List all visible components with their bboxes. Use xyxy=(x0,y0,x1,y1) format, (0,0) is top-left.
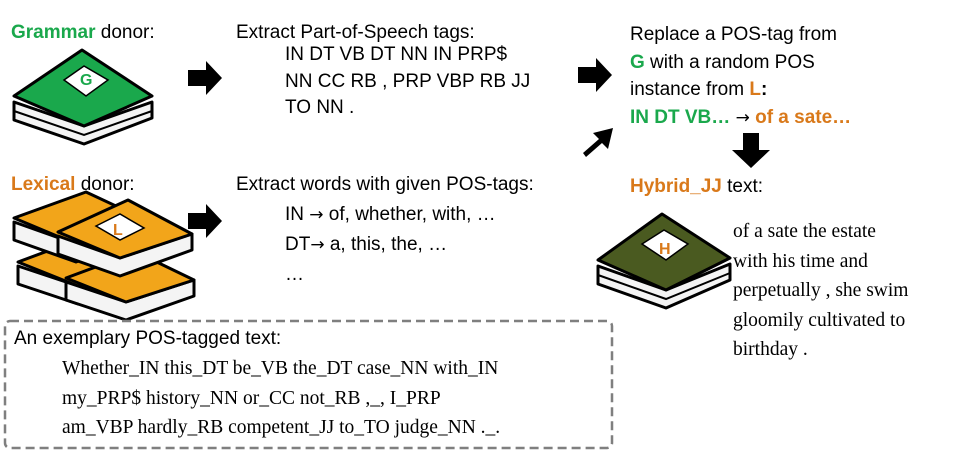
extract-words-title: Extract words with given POS-tags: xyxy=(236,174,534,195)
right-arrow-icon: → xyxy=(309,205,324,225)
tag-line: IN DT VB DT NN IN PRP$ xyxy=(285,44,508,65)
tag-line: TO NN . xyxy=(285,97,355,118)
arrow-grammar-icon xyxy=(188,61,222,95)
hybrid-line: perpetually , she swim xyxy=(733,280,909,301)
replace-description: Replace a POS-tag from G with a random P… xyxy=(630,21,851,132)
lexical-donor-label: Lexical donor: xyxy=(11,174,135,195)
word-mapping: IN → of, whether, with, … xyxy=(285,204,496,225)
example-title: An exemplary POS-tagged text: xyxy=(14,328,282,349)
grammar-book-icon xyxy=(12,48,154,146)
ellipsis: … xyxy=(285,264,304,285)
hybrid-line: with his time and xyxy=(733,250,868,272)
extracted-words: IN → of, whether, with, … DT→ a, this, t… xyxy=(285,200,496,289)
hybrid-book-letter: H xyxy=(659,241,671,258)
example-text: Whether_IN this_DT be_VB the_DT case_NN … xyxy=(62,354,500,443)
extract-pos-title: Extract Part-of-Speech tags: xyxy=(236,22,475,43)
word-mapping: DT→ a, this, the, … xyxy=(285,234,448,255)
hybrid-line: of a sate the estate xyxy=(733,221,876,242)
grammar-word: Grammar xyxy=(11,22,96,43)
lexical-word: Lexical xyxy=(11,174,76,195)
extracted-tags: IN DT VB DT NN IN PRP$ NN CC RB , PRP VB… xyxy=(285,42,530,122)
arrow-diagonal-icon xyxy=(583,128,613,157)
hybrid-text: of a sate the estate with his time and p… xyxy=(733,217,908,365)
arrow-lexical-icon xyxy=(188,204,222,238)
replace-example: IN DT VB… → of a sate… xyxy=(630,106,852,128)
hybrid-text-label: Hybrid_JJ text: xyxy=(630,176,764,197)
lexical-books-icon xyxy=(12,190,196,322)
example-line: am_VBP hardly_RB competent_JJ to_TO judg… xyxy=(62,417,501,438)
grammar-donor-label: Grammar donor: xyxy=(11,22,155,43)
right-arrow-icon: → xyxy=(735,107,750,128)
hybrid-word: Hybrid_JJ xyxy=(630,176,722,197)
hybrid-book-icon xyxy=(596,212,732,310)
arrow-replace-icon xyxy=(578,58,612,92)
hybrid-line: birthday . xyxy=(733,339,808,360)
lexical-book-letter: L xyxy=(113,222,123,239)
example-box-border xyxy=(3,319,614,450)
tag-line: NN CC RB , PRP VBP RB JJ xyxy=(285,70,531,92)
hybrid-line: gloomily cultivated to xyxy=(733,309,906,331)
example-line: Whether_IN this_DT be_VB the_DT case_NN … xyxy=(62,358,499,379)
arrow-down-icon xyxy=(732,133,770,168)
grammar-book-letter: G xyxy=(80,72,93,89)
example-line: my_PRP$ history_NN or_CC not_RB ,_, I_PR… xyxy=(62,387,441,409)
right-arrow-icon: → xyxy=(310,235,325,255)
